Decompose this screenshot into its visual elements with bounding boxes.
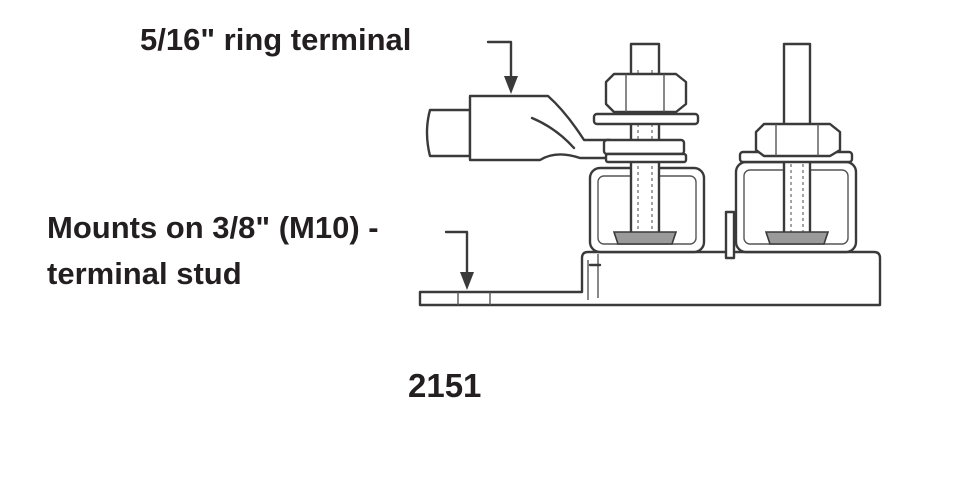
ring-terminal-leader-arrow xyxy=(486,40,518,94)
left-washer xyxy=(592,112,700,164)
mount-stud-leader-arrow xyxy=(444,230,474,290)
left-nut xyxy=(604,72,688,114)
part-number-label: 2151 xyxy=(408,367,482,404)
mounts-on-stud-label-line2: terminal stud xyxy=(47,256,242,291)
mounts-on-stud-label-line1: Mounts on 3/8" (M10) - xyxy=(47,210,379,245)
base-plate xyxy=(418,250,882,307)
ring-terminal xyxy=(425,94,686,162)
right-nut xyxy=(754,122,842,158)
ring-terminal-label: 5/16" ring terminal xyxy=(140,22,412,57)
